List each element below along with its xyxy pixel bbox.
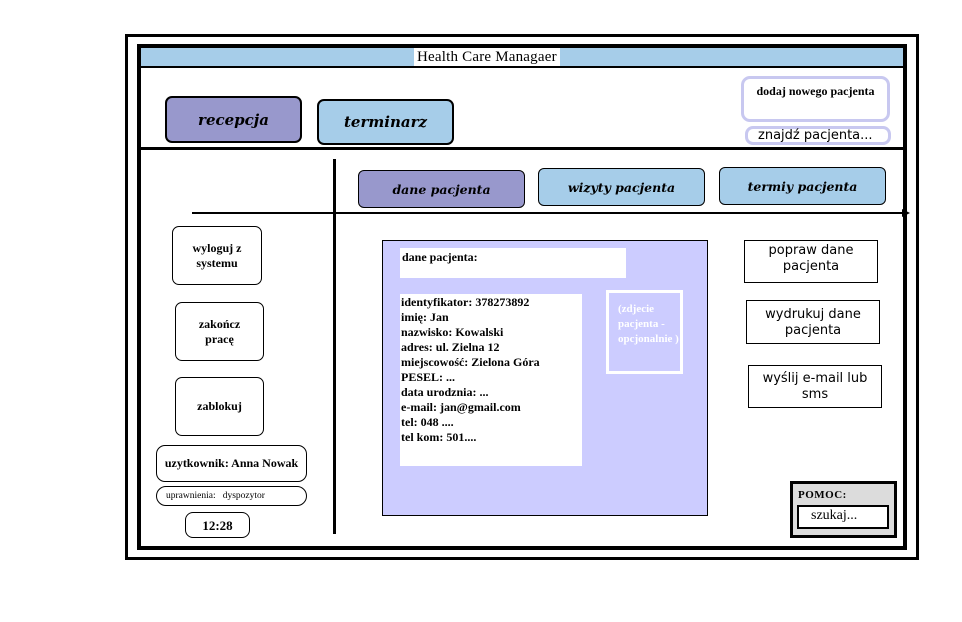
edit-patient-button[interactable]: popraw dane pacjenta: [744, 240, 878, 283]
field-email: e-mail: jan@gmail.com: [401, 400, 521, 414]
find-patient-input[interactable]: znajdź pacjenta...: [745, 126, 891, 145]
help-label: POMOC:: [798, 489, 847, 501]
permissions-label: uprawnienia: dyspozytor: [156, 486, 307, 506]
field-tel-kom: tel kom: 501....: [401, 430, 477, 444]
finish-work-button[interactable]: zakończ pracę: [175, 302, 264, 361]
logout-button[interactable]: wyloguj z systemu: [172, 226, 262, 285]
divider-arrow-icon: [902, 209, 910, 217]
field-adres: adres: ul. Zielna 12: [401, 340, 500, 354]
patient-photo-placeholder: (zdjecie pacjenta - opcjonalnie ): [606, 290, 683, 374]
clock: 12:28: [185, 512, 250, 538]
tabs-divider: [192, 212, 904, 214]
add-patient-button[interactable]: dodaj nowego pacjenta: [741, 76, 890, 122]
field-data-urodzenia: data urodznia: ...: [401, 385, 489, 399]
patient-panel-heading: dane pacjenta:: [400, 248, 626, 278]
nav-terminarz-button[interactable]: terminarz: [317, 99, 454, 145]
nav-recepcja-button[interactable]: recepcja: [165, 96, 302, 143]
field-tel: tel: 048 ....: [401, 415, 454, 429]
sidebar-divider: [333, 159, 336, 534]
header-divider: [141, 147, 907, 150]
tab-dane-pacjenta[interactable]: dane pacjenta: [358, 170, 525, 208]
user-label: uzytkownik: Anna Nowak: [156, 445, 307, 482]
field-pesel: PESEL: ...: [401, 370, 456, 384]
print-patient-button[interactable]: wydrukuj dane pacjenta: [746, 300, 880, 344]
field-miejscowosc: miejscowość: Zielona Góra: [401, 355, 540, 369]
window-frame: [137, 44, 907, 550]
field-imie: imię: Jan: [401, 310, 449, 324]
patient-fields: identyfikator: 378273892 imię: Jan nazwi…: [400, 294, 582, 466]
app-title: Health Care Managaer: [414, 48, 560, 66]
tab-wizyty-pacjenta[interactable]: wizyty pacjenta: [538, 168, 705, 206]
field-identyfikator: identyfikator: 378273892: [401, 295, 530, 309]
tab-terminy-pacjenta[interactable]: termiy pacjenta: [719, 167, 886, 205]
field-nazwisko: nazwisko: Kowalski: [401, 325, 504, 339]
send-email-sms-button[interactable]: wyślij e-mail lub sms: [748, 365, 882, 408]
lock-button[interactable]: zablokuj: [175, 377, 264, 436]
outer-frame: [125, 34, 919, 560]
help-search-input[interactable]: szukaj...: [797, 505, 889, 529]
